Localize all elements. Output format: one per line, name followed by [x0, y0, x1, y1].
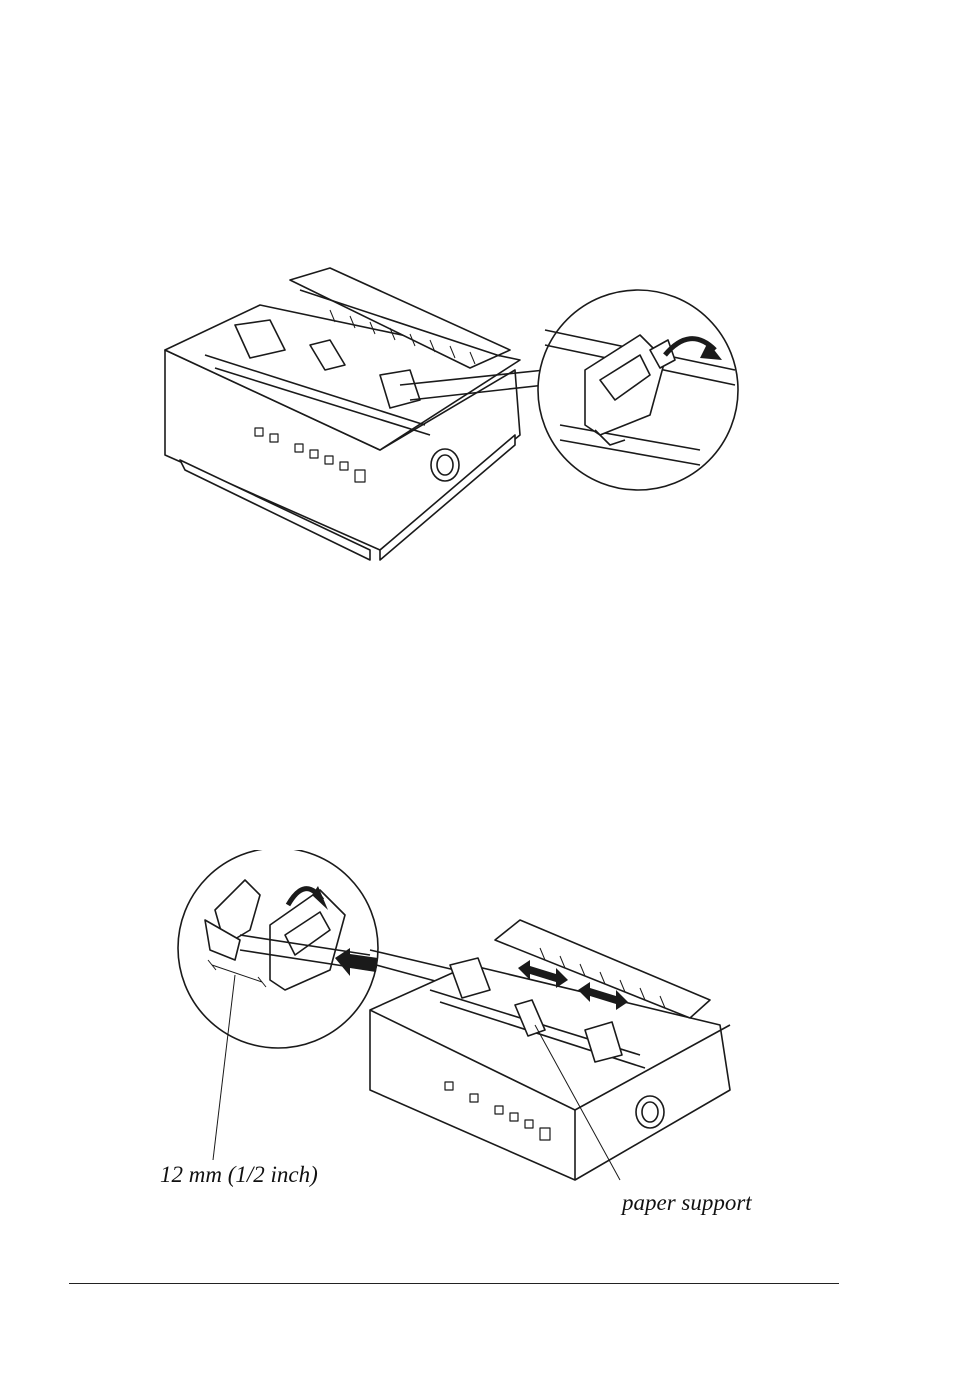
footer-rule	[69, 1283, 839, 1284]
tractor-width-label: 12 mm (1/2 inch)	[160, 1162, 318, 1188]
printer-drawing-2	[0, 850, 954, 1230]
tractor-release-illustration	[0, 250, 954, 570]
paper-support-label: paper support	[622, 1190, 752, 1216]
printer-drawing-1	[0, 250, 954, 570]
tractor-position-illustration	[0, 850, 954, 1230]
